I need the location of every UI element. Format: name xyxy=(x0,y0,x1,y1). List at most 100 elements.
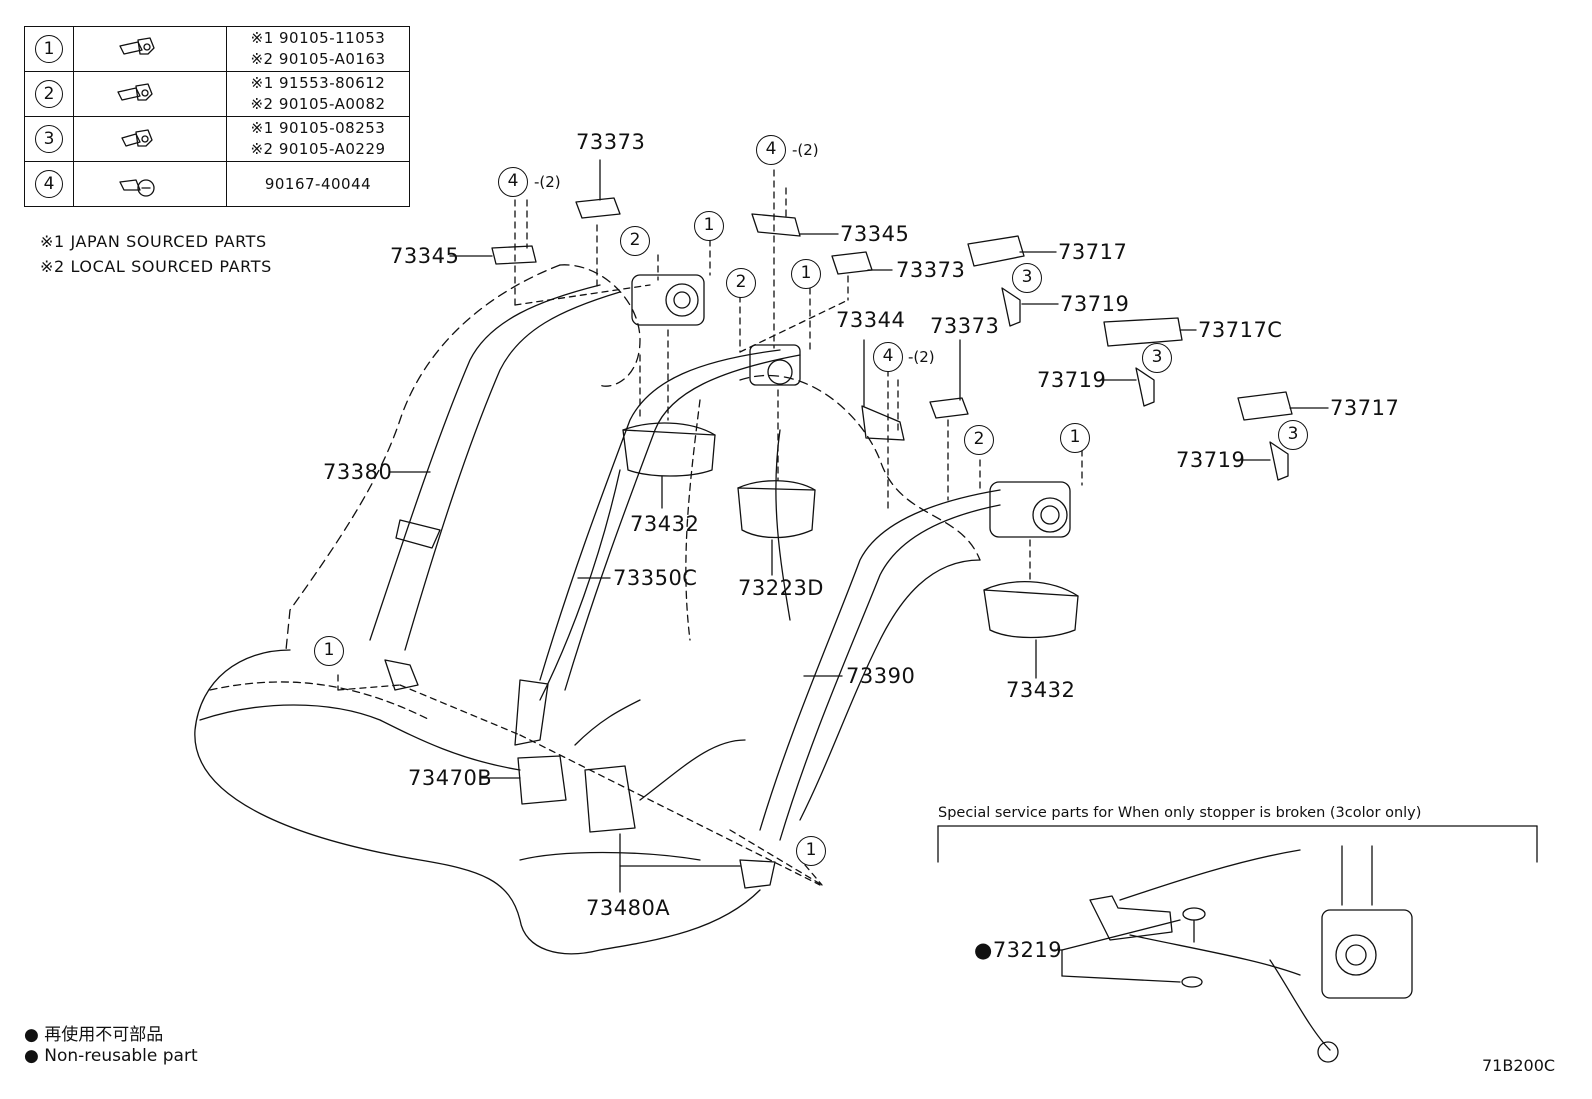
part-label-73432: 73432 xyxy=(630,512,700,536)
cover-73373-b xyxy=(831,251,873,275)
tray-73223d xyxy=(737,480,816,491)
seat-back-outline xyxy=(739,374,981,561)
callout-4: 4 xyxy=(873,342,903,372)
part-number: ※2 90105-A0229 xyxy=(250,140,386,158)
cover-73373-a xyxy=(575,197,621,219)
quantity-label: -(2) xyxy=(908,348,935,366)
part-label-73480a: 73480A xyxy=(586,896,671,920)
part-label-73470b: 73470B xyxy=(408,766,493,790)
callout-number: 3 xyxy=(35,125,63,153)
part-label-73432: 73432 xyxy=(1006,678,1076,702)
buckle-73480a xyxy=(584,765,636,833)
belt-73350c xyxy=(539,349,781,681)
callout-1: 1 xyxy=(314,636,344,666)
part-label-73344: 73344 xyxy=(836,308,906,332)
tray-73223d xyxy=(737,487,816,539)
part-label-73373: 73373 xyxy=(576,130,646,154)
part-number: 90167-40044 xyxy=(264,174,372,193)
part-label-73719: 73719 xyxy=(1037,368,1107,392)
cover-73373-c xyxy=(929,397,969,419)
fastener-guides xyxy=(337,169,1083,886)
footnote-japanese: ● 再使用不可部品 xyxy=(24,1025,164,1045)
part-label-73717: 73717 xyxy=(1058,240,1128,264)
part-label-73345: 73345 xyxy=(840,222,910,246)
buckle-wire xyxy=(574,699,641,746)
belt-73380-anchor xyxy=(384,659,419,691)
part-label-73719: 73719 xyxy=(1176,448,1246,472)
part-label-73373: 73373 xyxy=(896,258,966,282)
callout-3: 3 xyxy=(1278,420,1308,450)
quantity-label: -(2) xyxy=(792,141,819,159)
seat-cushion-outline xyxy=(685,399,701,641)
table-row: 1 ※1 90105-11053 ※2 90105-A0163 xyxy=(24,26,410,72)
retractor-center xyxy=(749,344,801,386)
part-label-73345: 73345 xyxy=(390,244,460,268)
footnote-non-reusable: ● Non-reusable part xyxy=(24,1046,198,1066)
seat-cushion-outline xyxy=(199,704,521,771)
note-japan-sourced: ※1 JAPAN SOURCED PARTS xyxy=(40,232,267,251)
callout-number: 2 xyxy=(35,80,63,108)
seat-cushion-outline xyxy=(775,429,791,621)
part-label-73219: ●73219 xyxy=(974,938,1063,962)
callout-1: 1 xyxy=(1060,423,1090,453)
escutcheon-73719-a xyxy=(1001,287,1021,327)
seat-back-outline xyxy=(285,264,561,651)
seat-back-outline xyxy=(559,264,641,387)
belt-73380 xyxy=(369,284,601,641)
tray-73432-left xyxy=(622,422,716,436)
special-service-caption: Special service parts for When only stop… xyxy=(938,805,1422,821)
seat-cushion-outline xyxy=(519,851,701,861)
callout-3: 3 xyxy=(1012,263,1042,293)
belt-73390 xyxy=(759,489,1001,831)
figure-code: 71B200C xyxy=(1482,1056,1556,1075)
special-service-detail xyxy=(1051,845,1413,1063)
cover-73717-b xyxy=(1237,391,1293,421)
tray-73432-right xyxy=(983,589,1079,639)
table-row: 3 ※1 90105-08253 ※2 90105-A0229 xyxy=(24,116,410,162)
seat-back-outline xyxy=(799,559,981,821)
seat-cushion-outline xyxy=(209,681,431,721)
part-label-73717: 73717 xyxy=(1330,396,1400,420)
fastener-table: 1 ※1 90105-11053※2 90105-A0163 2 ※1 9155… xyxy=(24,26,410,207)
belt-73390 xyxy=(779,504,1001,841)
part-number: ※1 90105-11053 xyxy=(250,29,386,47)
callout-2: 2 xyxy=(726,268,756,298)
part-number: ※2 90105-A0163 xyxy=(250,50,386,68)
callout-number: 4 xyxy=(35,170,63,198)
callout-4: 4 xyxy=(756,135,786,165)
tray-73432-right xyxy=(983,580,1079,597)
retractor-right xyxy=(989,481,1071,538)
callout-2: 2 xyxy=(964,425,994,455)
part-number: ※1 90105-08253 xyxy=(250,119,386,137)
note-local-sourced: ※2 LOCAL SOURCED PARTS xyxy=(40,257,272,276)
callout-4: 4 xyxy=(498,167,528,197)
callout-2: 2 xyxy=(620,226,650,256)
part-label-73223d: 73223D xyxy=(738,576,824,600)
callout-3: 3 xyxy=(1142,343,1172,373)
cover-73345-b xyxy=(751,213,801,237)
belt-73380 xyxy=(404,291,621,651)
quantity-label: -(2) xyxy=(534,173,561,191)
part-label-73390: 73390 xyxy=(846,664,916,688)
callout-number: 1 xyxy=(35,35,63,63)
leader-lines xyxy=(389,159,1329,893)
retractor-left xyxy=(631,274,705,326)
fastener-image xyxy=(73,116,227,162)
escutcheon-73719-c xyxy=(1269,441,1289,481)
special-service-bracket xyxy=(937,825,1538,863)
belt-73380-tongue xyxy=(395,519,441,549)
cover-73717c xyxy=(1103,317,1183,347)
table-row: 2 ※1 91553-80612※2 90105-A0082 xyxy=(24,71,410,117)
fastener-image xyxy=(73,71,227,117)
seat-cushion-outline xyxy=(539,469,621,701)
cover-73345-a xyxy=(491,245,537,265)
escutcheon-73719-b xyxy=(1135,367,1155,407)
belt-73350c-tongue xyxy=(514,679,549,746)
part-label-73717c: 73717C xyxy=(1198,318,1283,342)
part-label-73719: 73719 xyxy=(1060,292,1130,316)
part-number: ※2 90105-A0082 xyxy=(250,95,386,113)
part-label-73380: 73380 xyxy=(323,460,393,484)
buckle-wire xyxy=(639,739,746,801)
fastener-image xyxy=(73,161,227,207)
